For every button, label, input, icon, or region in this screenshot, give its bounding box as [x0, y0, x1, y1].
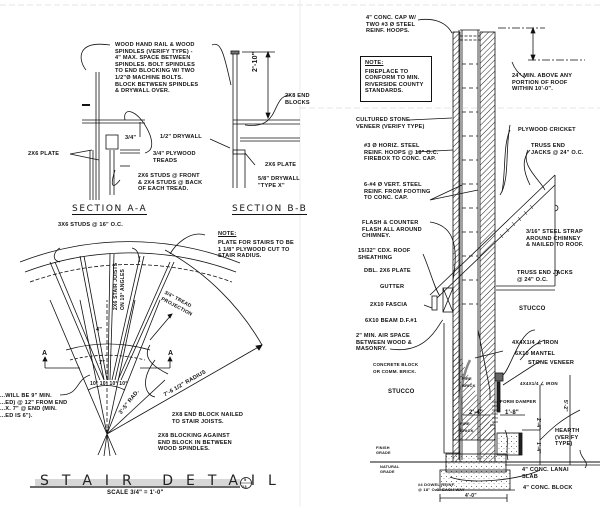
plywood-cricket-label: PLYWOOD CRICKET [518, 127, 576, 133]
above-roof-label: 24" MIN. ABOVE ANY PORTION OF ROOF WITHI… [512, 73, 573, 93]
flash-label: FLASH & COUNTER FLASH ALL AROUND CHIMNEY… [362, 220, 422, 240]
plate-right-label: 2x6 PLATE [265, 162, 297, 168]
studs-label: 2x6 STUDS @ FRONT & 2x4 STUDS @ BACK OF … [138, 173, 203, 193]
fireplace-note-body: FIREPLACE TO CONFORM TO MIN. RIVERSIDE C… [365, 68, 424, 95]
plate-left-label: 2x6 PLATE [28, 151, 60, 157]
dim-1-4-vertical: 1'-4" [535, 442, 541, 454]
dim-5-2-vertical: 5'-2" [562, 400, 568, 412]
conc-cap-label: 4" CONC. CAP W/ TWO #3 Ø STEEL REINF. HO… [366, 15, 416, 35]
roof-sheathing-label: 15/32" CDX. ROOF SHEATHING [358, 248, 411, 261]
form-damper-label: FORM DAMPER [500, 399, 537, 404]
stair-detail-title-bar [30, 477, 252, 489]
dim-2-4-horizontal: 2'-4" [469, 410, 483, 416]
detail-ref-sheet: 13 [242, 484, 247, 489]
steel-strap-label: 3/16" STEEL STRAP AROUND CHIMNEY & NAILE… [526, 229, 584, 249]
angle-iron-2-label: 4x4x1/4 ∠ IRON [520, 381, 558, 386]
tread-min-dimension: 4" [96, 327, 103, 333]
fireplace-note-title: NOTE: [365, 60, 384, 66]
finish-grade-label: FINISH GRADE [376, 446, 391, 455]
stair-detail-scale: SCALE 3/4" = 1'-0" [107, 490, 164, 496]
stair-note-body: PLATE FOR STAIRS TO BE 1 1/8" PLYWOOD CU… [218, 240, 294, 260]
section-marker-left: A [42, 350, 48, 357]
lanai-slab-label: 4" CONC. LANAI SLAB [522, 467, 569, 480]
cricket-leaders [501, 129, 546, 193]
air-space-label: 2" MIN. AIR SPACE BETWEEN WOOD & MASONRY… [356, 333, 412, 353]
mantel-label: 6x10 MANTEL [515, 351, 556, 357]
tread-angles-label: 10° 10° 10° 10° [90, 381, 128, 387]
fire-brick-bottom-label: FIRE BRICK [460, 421, 474, 433]
end-blocks-label: 2x8 END BLOCKS [285, 93, 310, 106]
angle-iron-top-label: 4x4x1/4 ∠ IRON [512, 340, 559, 346]
dim-1-8-horizontal: 1'-8" [505, 410, 519, 416]
fireplace-note-box: NOTE: FIREPLACE TO CONFORM TO MIN. RIVER… [360, 56, 432, 102]
footing-width-dimension: 4'-0" [465, 493, 477, 499]
blocking-label: 2x8 BLOCKING AGAINST END BLOCK IN BETWEE… [158, 433, 232, 453]
joists-label: 2x6 STAIR JOISTS ON 10° ANGLES [113, 262, 126, 310]
stone-veneer-label: STONE VENEER [528, 360, 575, 366]
section-b-b-title: SECTION B-B [232, 204, 308, 215]
dowel-label: #4 DOWEL REINF. @ 18" O.C. EACH WAY [418, 482, 465, 492]
stair-plan-drawing [19, 233, 263, 457]
gutter-label: GUTTER [380, 284, 405, 290]
stucco-right-label: STUCCO [519, 306, 546, 312]
section-a-a-title: SECTION A-A [72, 204, 148, 215]
end-block-label: 2x8 END BLOCK NAILED TO STAIR JOISTS. [172, 412, 244, 425]
dim-2-4-vertical: 2'-4" [535, 418, 541, 430]
tread-width-dimension: 7" [99, 360, 106, 366]
section-marker-right: A [168, 350, 174, 357]
concrete-block-label: CONCRETE BLOCK OR COMM. BRICK. [373, 362, 419, 374]
hearth-label: HEARTH (VERIFY TYPE) [555, 428, 580, 448]
beam-label: 6x10 BEAM D.F.#1 [365, 318, 418, 324]
stair-note-title: NOTE: [218, 231, 237, 237]
fire-brick-top-label: FIRE BRICK [462, 376, 476, 388]
stucco-left-label: STUCCO [388, 389, 415, 395]
conc-block-4-label: 4" CONC. BLOCK [523, 485, 573, 491]
chimney-section-drawing [300, 18, 600, 502]
tread-dimension: 3/4" [125, 135, 137, 141]
half-inch-drywall-label: 1/2" DRYWALL [160, 134, 202, 140]
natural-grade-label: NATURAL GRADE [380, 465, 400, 474]
studs-oc-label: 3x6 STUDS @ 16" O.C. [58, 222, 123, 228]
fascia-label: 2x10 FASCIA [370, 302, 408, 308]
cultured-stone-label: CULTURED STONE VENEER (VERIFY TYPE) [356, 117, 425, 130]
section-a-a-drawing [69, 43, 153, 200]
dbl-plate-label: DBL. 2x6 PLATE [364, 268, 411, 274]
typex-drywall-label: 5/8" DRYWALL "TYPE X" [258, 176, 300, 189]
section-b-b-drawing [209, 43, 300, 188]
truss-jacks-top-label: TRUSS END JACKS @ 24" O.C. [531, 143, 584, 156]
detail-ref-number: 5 [244, 477, 247, 482]
handrail-label: WOOD HAND RAIL & WOOD SPINDLES (VERIFY T… [115, 42, 199, 95]
tread-end-note: ...WILL BE 9" MIN. ...ED) @ 12" FROM END… [0, 393, 68, 419]
stair-detail-title: STAIR DETAIL [40, 473, 289, 489]
rail-height-dimension: 2'-10" [252, 51, 259, 72]
horiz-steel-label: #3 Ø HORIZ. STEEL REINF. HOOPS @ 18" O.C… [364, 143, 439, 163]
plywood-treads-label: 3/4" PLYWOOD TREADS [153, 151, 196, 164]
truss-jacks-bottom-label: TRUSS END JACKS @ 24" O.C. [517, 270, 573, 283]
vert-steel-label: 6-#4 Ø VERT. STEEL REINF. FROM FOOTING T… [364, 182, 431, 202]
